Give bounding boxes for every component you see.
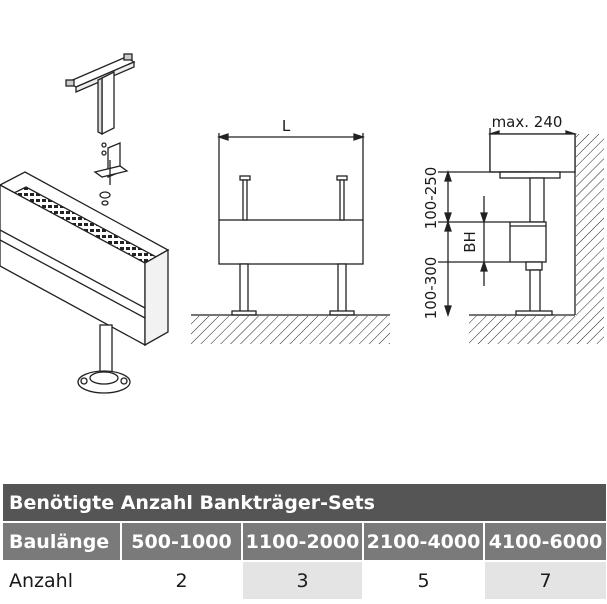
table-cell: 2 (121, 560, 243, 599)
isometric-view (0, 53, 170, 394)
table-header-row: Baulänge 500-1000 1100-2000 2100-4000 41… (3, 522, 607, 561)
header-cell: 2100-4000 (363, 522, 485, 561)
dim-max-width-label: max. 240 (492, 113, 563, 131)
table-cell: 7 (484, 560, 607, 599)
header-cell: 4100-6000 (484, 522, 607, 561)
row-label: Anzahl (3, 560, 122, 599)
bracket-set-table: Benötigte Anzahl Bankträger-Sets Bauläng… (3, 484, 607, 599)
header-cell: Baulänge (3, 522, 122, 561)
header-cell: 500-1000 (121, 522, 243, 561)
front-view (191, 133, 390, 344)
dim-upper-range-label: 100-250 (422, 167, 440, 230)
table-cell: 5 (363, 560, 485, 599)
table-title: Benötigte Anzahl Bankträger-Sets (3, 484, 607, 523)
table-cell: 3 (242, 560, 364, 599)
table-row: Anzahl 2 3 5 7 (3, 560, 607, 599)
dim-length-label: L (282, 117, 291, 135)
header-cell: 1100-2000 (242, 522, 364, 561)
technical-drawing: L max. 2 (0, 53, 604, 394)
dim-lower-range-label: 100-300 (422, 257, 440, 320)
side-view (438, 128, 604, 344)
dim-height-label: BH (461, 231, 479, 253)
